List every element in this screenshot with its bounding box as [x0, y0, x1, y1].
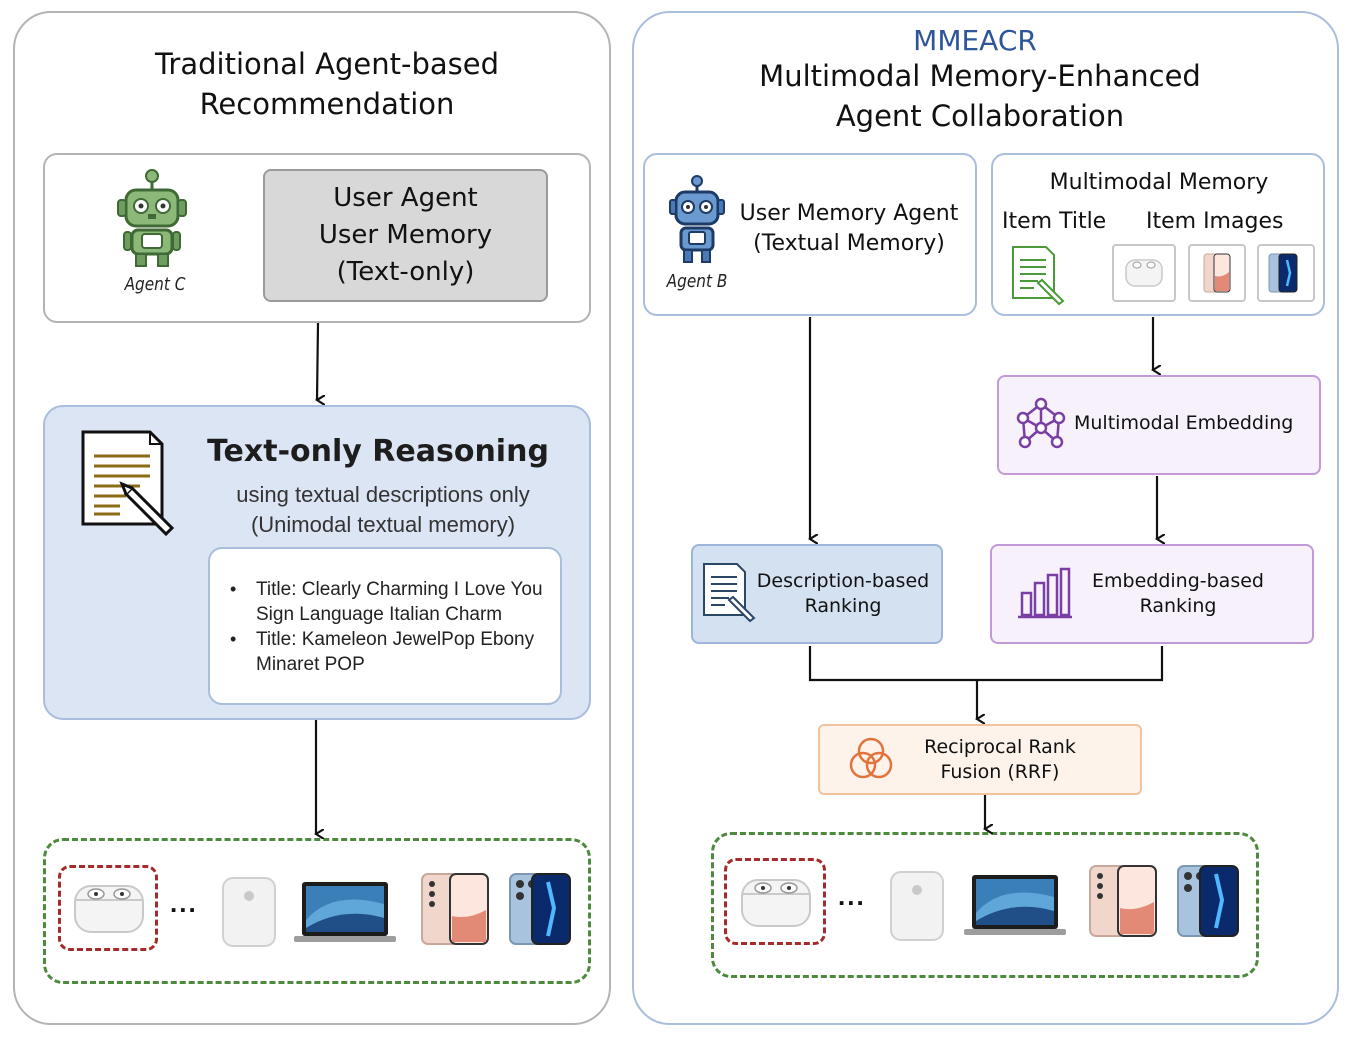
multimodal-embedding-label: Multimodal Embedding [1074, 412, 1294, 434]
reasoning-subtitle: using textual descriptions only (Unimoda… [200, 480, 566, 540]
rrf-line2: Fusion (RRF) [940, 760, 1060, 783]
green-document-icon [1012, 246, 1065, 306]
left-highlighted-item [58, 865, 158, 951]
right-title: Multimodal Memory-Enhanced Agent Collabo… [690, 56, 1270, 136]
item-title-label: Item Title [1002, 209, 1107, 234]
user-agent-line2: User Memory [318, 220, 493, 250]
embedding-ranking-line2: Ranking [1139, 595, 1217, 617]
user-agent-box: User Agent User Memory (Text-only) [263, 169, 548, 302]
reasoning-title: Text-only Reasoning [207, 434, 549, 469]
item-images-label: Item Images [1146, 209, 1284, 234]
item-image-airpods [1112, 244, 1176, 302]
user-memory-agent-text: User Memory Agent (Textual Memory) [730, 199, 968, 259]
reasoning-subtitle-line2: (Unimodal textual memory) [250, 512, 516, 537]
item-image-pink-phone [1188, 244, 1246, 302]
description-ranking-line1: Description-based [756, 570, 930, 592]
left-title-line1: Traditional Agent-based [154, 47, 500, 81]
user-agent-line1: User Agent [333, 183, 478, 213]
battery-pack-icon [222, 877, 276, 947]
fusion-bracket [808, 646, 1164, 682]
rrf-line1: Reciprocal Rank [924, 735, 1076, 758]
item-titles-card: Title: Clearly Charming I Love You Sign … [208, 547, 562, 705]
arrow-agent-to-reasoning [317, 322, 318, 400]
bar-chart-icon [1018, 567, 1072, 619]
robot-green-icon [117, 169, 187, 267]
airpods-icon [1125, 259, 1163, 287]
right-title-line2: Agent Collaboration [835, 99, 1125, 133]
ellipsis: ... [838, 881, 866, 911]
embedding-ranking-line1: Embedding-based [1092, 570, 1264, 592]
item-title-entry: Title: Clearly Charming I Love You Sign … [214, 577, 548, 627]
rrf-box: Reciprocal Rank Fusion (RRF) [818, 724, 1142, 795]
user-memory-agent-line2: (Textual Memory) [753, 231, 945, 256]
left-result-list [43, 838, 591, 984]
left-title: Traditional Agent-based Recommendation [40, 44, 614, 124]
agent-c-label: Agent C [124, 274, 186, 295]
robot-blue-icon [669, 175, 725, 263]
airpods-icon [74, 885, 144, 933]
document-edit-icon [81, 430, 175, 537]
right-title-line1: Multimodal Memory-Enhanced [759, 59, 1201, 93]
user-agent-line3: (Text-only) [336, 257, 475, 287]
network-graph-icon [1016, 397, 1066, 449]
right-highlighted-item [724, 858, 826, 945]
laptop-icon [294, 882, 396, 942]
blue-phone-icon [509, 873, 571, 945]
multimodal-embedding-box [997, 375, 1321, 475]
item-image-blue-phone [1257, 244, 1315, 302]
pink-phone-icon [1203, 253, 1231, 293]
user-memory-agent-line1: User Memory Agent [739, 201, 959, 226]
ellipsis: ... [170, 888, 198, 918]
reasoning-subtitle-line1: using textual descriptions only [236, 482, 530, 507]
pink-phone-icon [1089, 865, 1157, 937]
blue-phone-icon [1177, 865, 1239, 937]
item-title-entry: Title: Kameleon JewelPop Ebony Minaret P… [214, 627, 548, 677]
overlapping-circles-icon [849, 737, 893, 779]
document-edit-icon [703, 563, 756, 623]
battery-pack-icon [890, 871, 944, 941]
airpods-icon [741, 879, 811, 927]
laptop-icon [964, 875, 1066, 935]
description-ranking-line2: Ranking [804, 595, 882, 617]
blue-phone-icon [1268, 253, 1298, 293]
pink-phone-icon [421, 873, 489, 945]
left-title-line2: Recommendation [199, 87, 455, 121]
multimodal-memory-title: Multimodal Memory [1049, 170, 1269, 195]
framework-acronym: MMEACR [913, 24, 1037, 57]
agent-b-label: Agent B [666, 271, 728, 292]
